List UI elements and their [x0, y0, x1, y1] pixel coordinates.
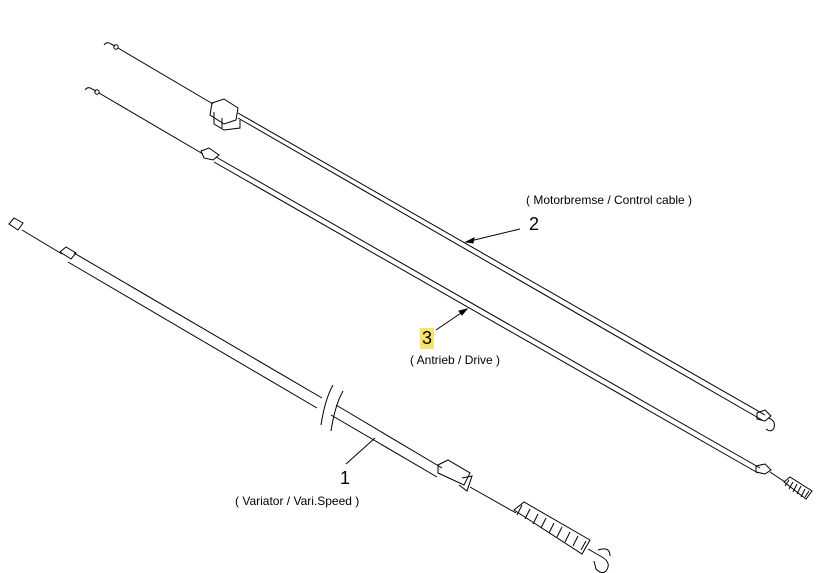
leader-3 — [435, 308, 469, 331]
caption-part-1: ( Variator / Vari.Speed ) — [235, 494, 360, 508]
cable-3 — [84, 87, 813, 500]
caption-part-3: ( Antrieb / Drive ) — [410, 353, 501, 367]
cable-1 — [8, 217, 611, 573]
cable-2 — [103, 42, 775, 432]
number-part-1: 1 — [340, 468, 351, 488]
number-part-3: 3 — [420, 328, 435, 349]
number-part-2: 2 — [529, 214, 540, 234]
leader-1 — [345, 437, 376, 465]
caption-part-2: ( Motorbremse / Control cable ) — [526, 193, 693, 207]
leader-2 — [464, 228, 521, 244]
